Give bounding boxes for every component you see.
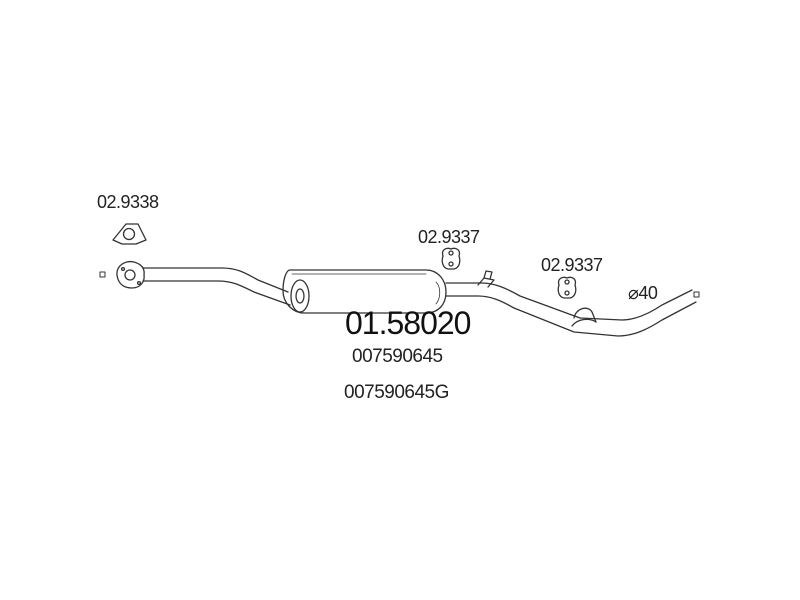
pipe-diameter-label: ⌀40	[628, 283, 658, 303]
rubber-hanger-icon-1	[441, 247, 461, 270]
flange-gasket-label: 02.9338	[97, 192, 159, 212]
inlet-flange-icon	[116, 260, 145, 289]
rubber-hanger-icon-2	[557, 276, 577, 299]
hanger-clamp-icon	[571, 307, 597, 327]
rear-pipe	[445, 282, 697, 337]
oe-number-1: 007590645	[352, 346, 443, 367]
flange-gasket-icon	[112, 223, 147, 245]
muffler-icon	[282, 269, 447, 314]
hanger-1-label: 02.9337	[418, 227, 480, 247]
front-pipe	[142, 267, 291, 306]
outlet-end-marker	[693, 291, 700, 298]
hanger-2-label: 02.9337	[541, 255, 603, 275]
part-number: 01.58020	[345, 305, 471, 341]
inlet-end-marker	[99, 271, 106, 278]
pipe-bracket-icon	[477, 270, 495, 288]
oe-number-2: 007590645G	[344, 382, 449, 403]
